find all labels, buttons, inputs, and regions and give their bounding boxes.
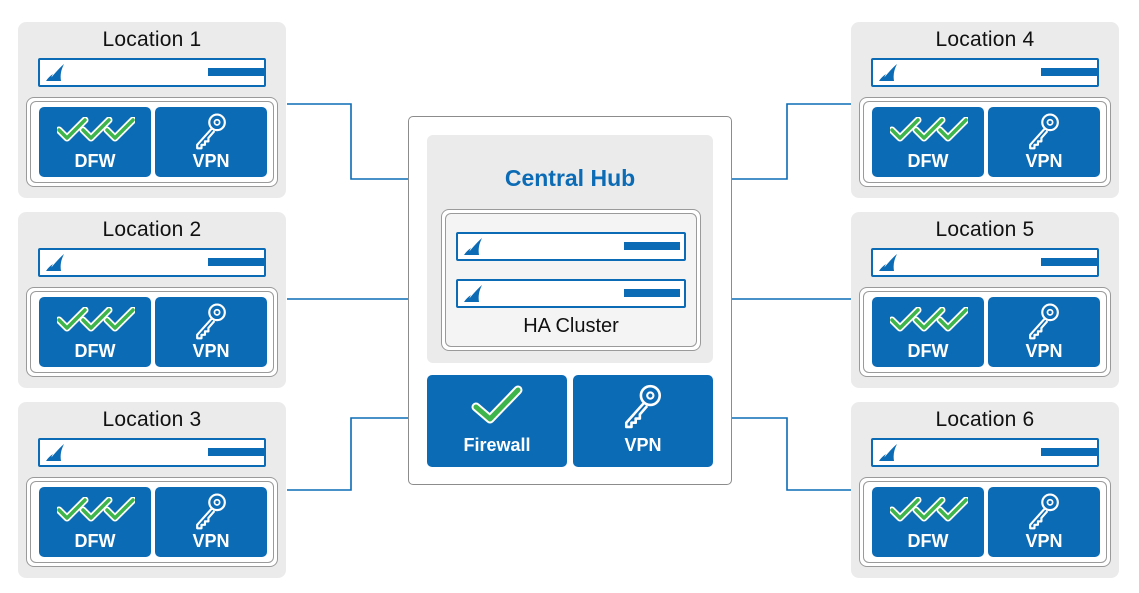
status-bar: [208, 68, 264, 76]
cluster-device-1: [456, 232, 686, 261]
dfw-tile: DFW: [39, 107, 151, 177]
status-bar: [1041, 448, 1097, 456]
shark-fin-logo-icon: [879, 444, 897, 461]
shark-fin-logo-icon: [46, 64, 64, 81]
triple-checkmark-icon: [57, 307, 135, 332]
vpn-label: VPN: [192, 531, 230, 551]
location-title: Location 5: [935, 218, 1035, 241]
location-panel-4: Location 4 DFW VPN: [851, 22, 1119, 198]
status-bar: [624, 242, 680, 250]
dfw-tile: DFW: [872, 487, 984, 557]
dfw-label: DFW: [907, 341, 949, 361]
location-panel-6: Location 6 DFW VPN: [851, 402, 1119, 578]
shark-fin-logo-icon: [464, 285, 482, 302]
shark-fin-logo-icon: [46, 254, 64, 271]
location-device: [871, 58, 1099, 87]
location-panel-1: Location 1 DFW VPN: [18, 22, 286, 198]
checkmark-icon: [471, 385, 523, 424]
cluster-label: HA Cluster: [523, 315, 619, 337]
services-frame: DFW VPN: [26, 477, 278, 567]
dfw-tile: DFW: [39, 487, 151, 557]
services-frame: DFW VPN: [26, 287, 278, 377]
vpn-label: VPN: [1025, 151, 1063, 171]
vpn-tile: VPN: [155, 107, 267, 177]
hub-firewall-tile: Firewall: [427, 375, 567, 467]
dfw-label: DFW: [74, 341, 116, 361]
shark-fin-logo-icon: [464, 238, 482, 255]
key-icon: [1029, 493, 1059, 530]
status-bar: [1041, 258, 1097, 266]
location-title: Location 6: [935, 408, 1035, 431]
vpn-tile: VPN: [155, 487, 267, 557]
location-device: [871, 248, 1099, 277]
hub-firewall-label: Firewall: [463, 435, 531, 455]
vpn-tile: VPN: [988, 487, 1100, 557]
vpn-tile: VPN: [988, 297, 1100, 367]
link-location-4: [730, 103, 851, 180]
key-icon: [1029, 303, 1059, 340]
location-device: [871, 438, 1099, 467]
services-frame: DFW VPN: [859, 97, 1111, 187]
triple-checkmark-icon: [890, 307, 968, 332]
services-frame: DFW VPN: [26, 97, 278, 187]
key-icon: [624, 384, 662, 429]
hub-title: Central Hub: [504, 165, 636, 191]
location-title: Location 2: [102, 218, 202, 241]
services-frame: DFW VPN: [859, 477, 1111, 567]
vpn-label: VPN: [192, 151, 230, 171]
dfw-tile: DFW: [872, 107, 984, 177]
location-device: [38, 58, 266, 87]
ha-cluster: HA Cluster: [441, 209, 701, 351]
hub-vpn-label: VPN: [624, 435, 662, 455]
vpn-tile: VPN: [988, 107, 1100, 177]
status-bar: [1041, 68, 1097, 76]
hub-vpn-tile: VPN: [573, 375, 713, 467]
key-icon: [196, 303, 226, 340]
vpn-label: VPN: [1025, 341, 1063, 361]
key-icon: [1029, 113, 1059, 150]
link-location-3: [287, 417, 408, 491]
dfw-label: DFW: [74, 151, 116, 171]
location-title: Location 1: [102, 28, 202, 51]
location-title: Location 4: [935, 28, 1035, 51]
dfw-tile: DFW: [39, 297, 151, 367]
dfw-label: DFW: [74, 531, 116, 551]
triple-checkmark-icon: [890, 117, 968, 142]
triple-checkmark-icon: [890, 497, 968, 522]
dfw-label: DFW: [907, 151, 949, 171]
link-location-6: [730, 417, 851, 491]
location-device: [38, 438, 266, 467]
shark-fin-logo-icon: [879, 254, 897, 271]
location-panel-3: Location 3 DFW VPN: [18, 402, 286, 578]
shark-fin-logo-icon: [46, 444, 64, 461]
services-frame: DFW VPN: [859, 287, 1111, 377]
shark-fin-logo-icon: [879, 64, 897, 81]
location-title: Location 3: [102, 408, 202, 431]
status-bar: [208, 258, 264, 266]
central-hub: Central Hub HA Cluster: [408, 116, 732, 485]
hub-panel: Central Hub HA Cluster: [427, 135, 713, 363]
status-bar: [624, 289, 680, 297]
key-icon: [196, 493, 226, 530]
vpn-label: VPN: [192, 341, 230, 361]
dfw-label: DFW: [907, 531, 949, 551]
location-device: [38, 248, 266, 277]
triple-checkmark-icon: [57, 497, 135, 522]
key-icon: [196, 113, 226, 150]
vpn-label: VPN: [1025, 531, 1063, 551]
cluster-device-2: [456, 279, 686, 308]
location-panel-2: Location 2 DFW VPN: [18, 212, 286, 388]
status-bar: [208, 448, 264, 456]
dfw-tile: DFW: [872, 297, 984, 367]
link-location-1: [287, 103, 408, 180]
location-panel-5: Location 5 DFW VPN: [851, 212, 1119, 388]
triple-checkmark-icon: [57, 117, 135, 142]
vpn-tile: VPN: [155, 297, 267, 367]
